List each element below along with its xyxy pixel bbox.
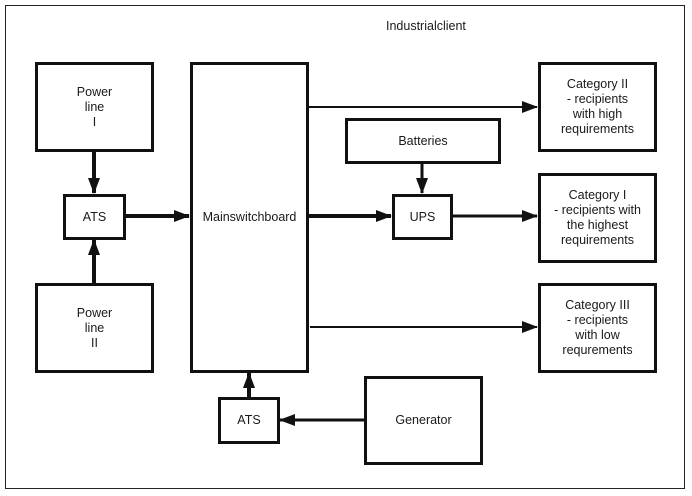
diagram-frame: [5, 5, 685, 489]
diagram-title: Industrialclient: [386, 19, 466, 33]
category-2-box: Category II - recipients with high requi…: [538, 62, 657, 152]
main-switchboard-box: Mainswitchboard: [190, 62, 309, 373]
power-line-2-box: Power line II: [35, 283, 154, 373]
category-3-box: Category III - recipients with low requr…: [538, 283, 657, 373]
category-1-box: Category I - recipients with the highest…: [538, 173, 657, 263]
ups-box: UPS: [392, 194, 453, 240]
ats-generator-box: ATS: [218, 397, 280, 444]
generator-box: Generator: [364, 376, 483, 465]
batteries-box: Batteries: [345, 118, 501, 164]
power-line-1-box: Power line I: [35, 62, 154, 152]
ats-lines-box: ATS: [63, 194, 126, 240]
